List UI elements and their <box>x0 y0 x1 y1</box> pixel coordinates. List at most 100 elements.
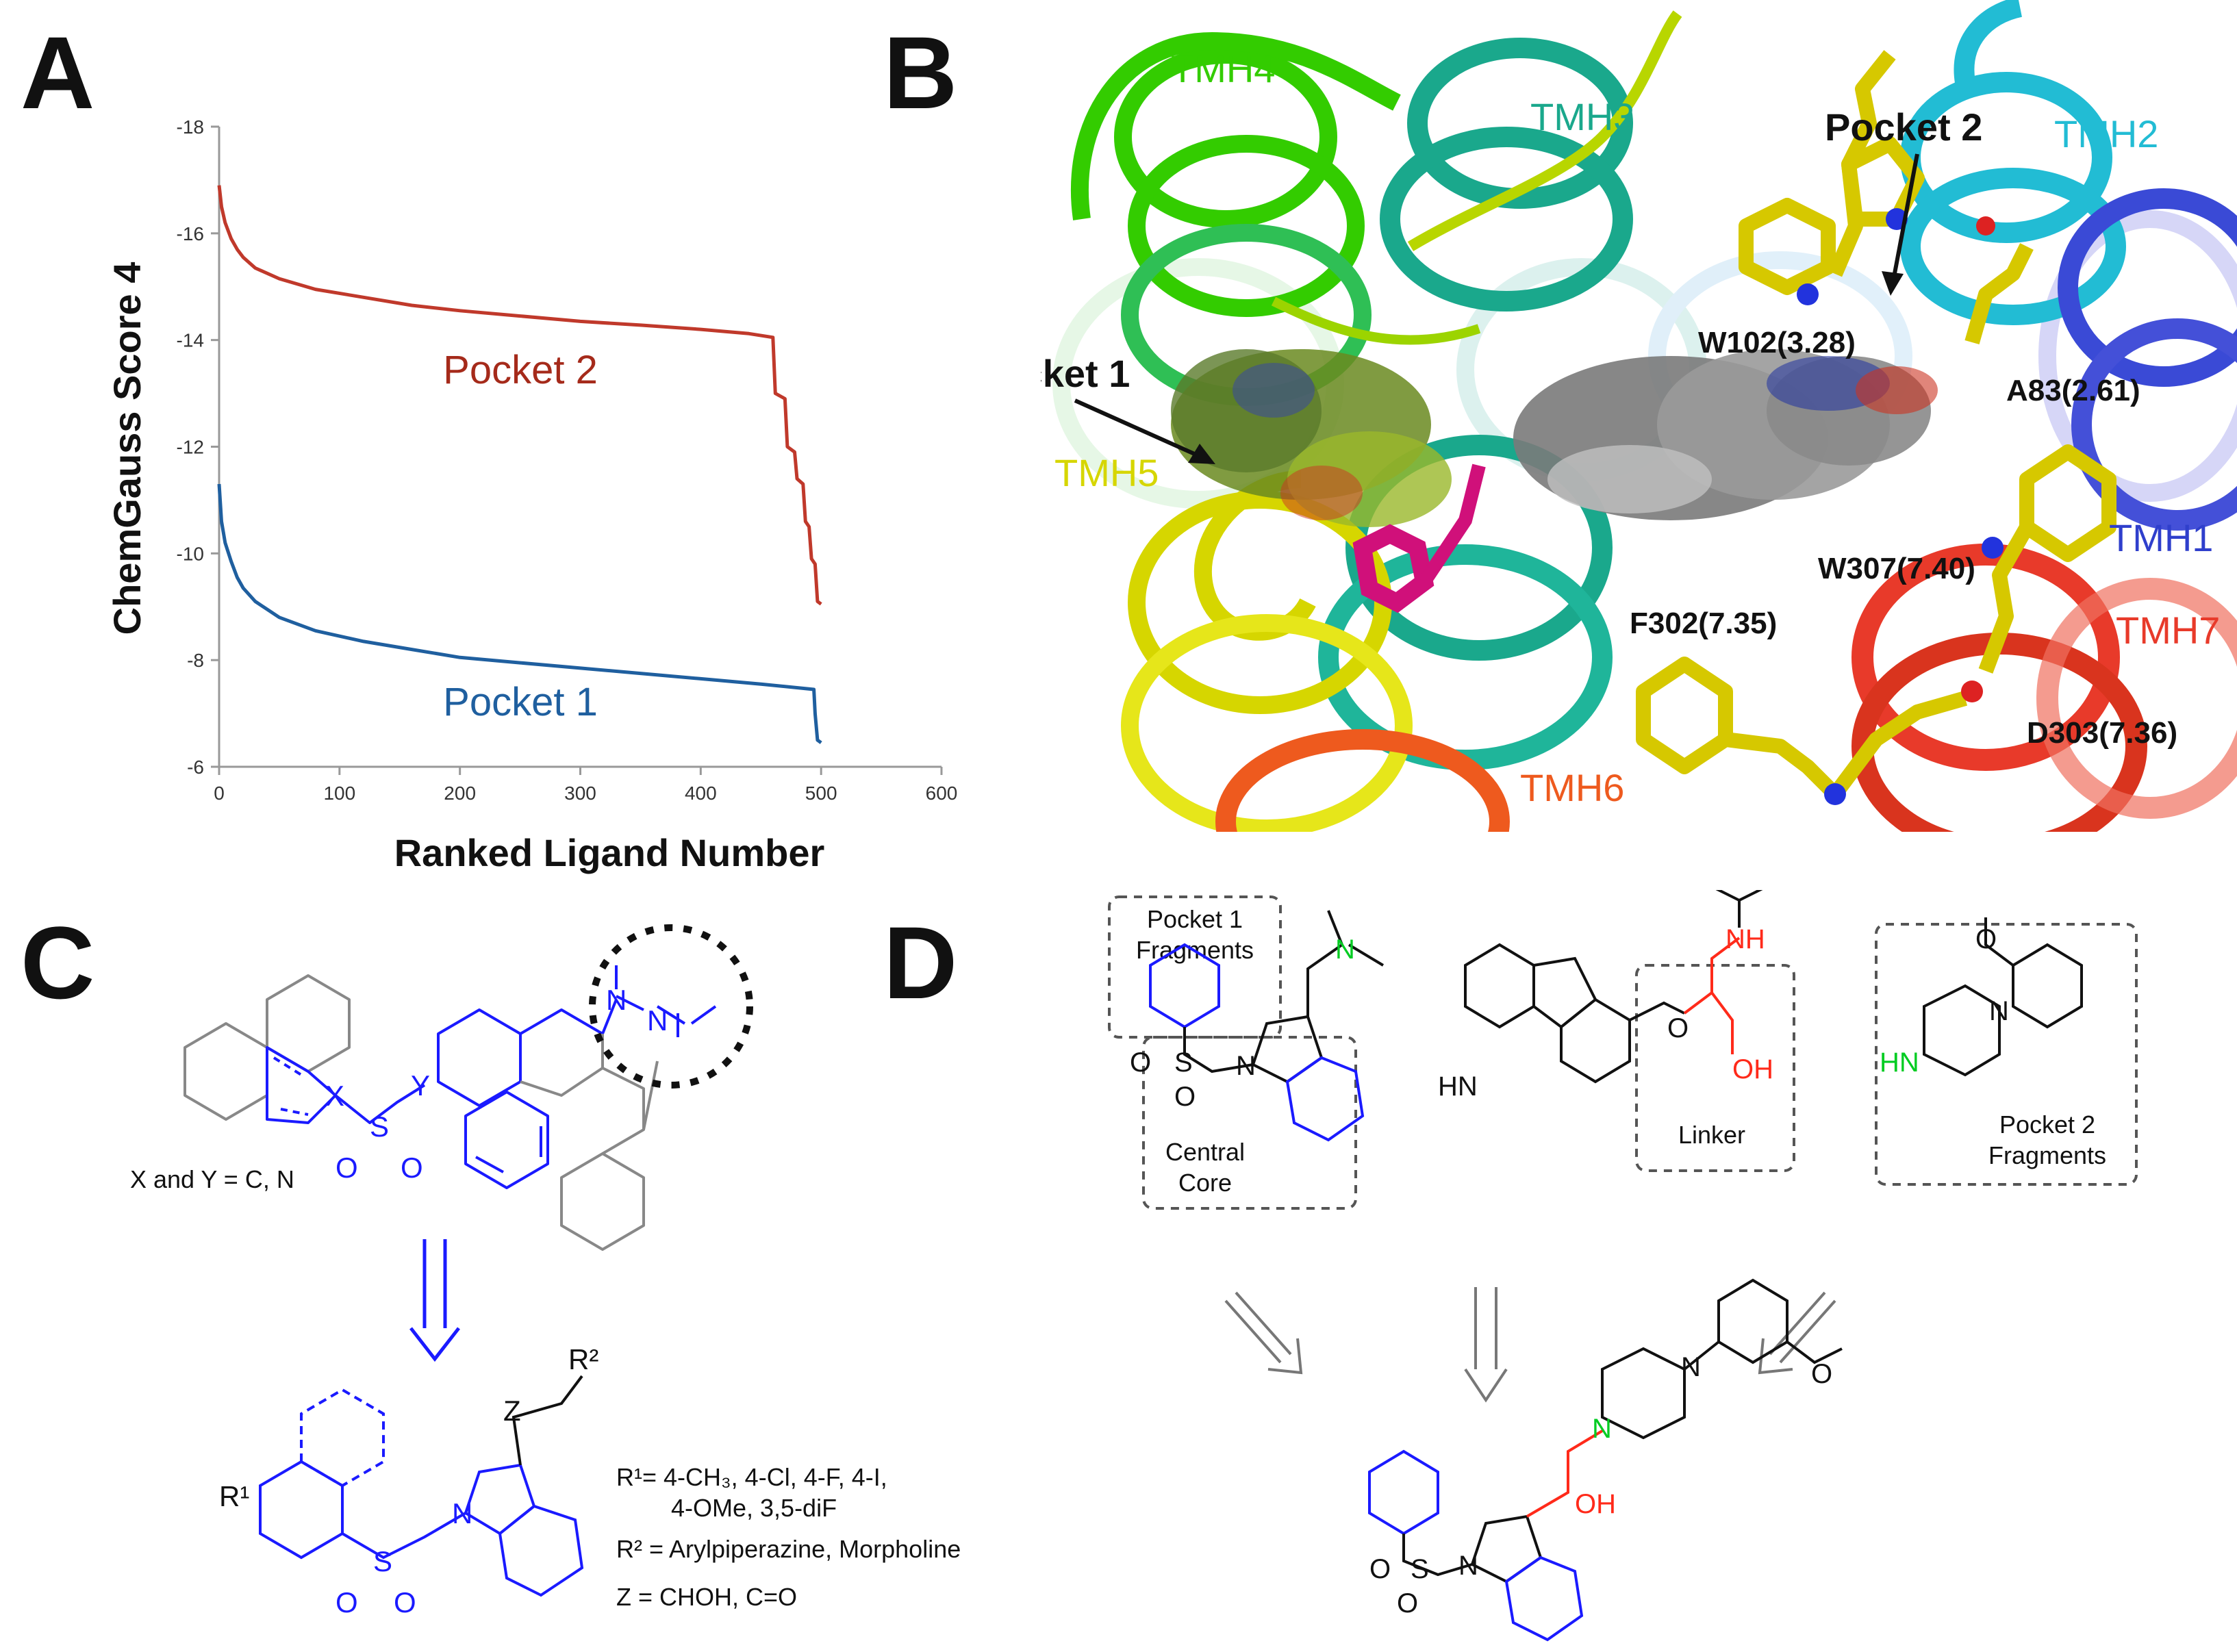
combo-atom-o-methoxy: O <box>1811 1359 1832 1389</box>
blue-aromatic-dash <box>273 1056 309 1116</box>
pocket-2-fragments-line-1: Pocket 2 <box>1999 1110 2095 1139</box>
chart-series-line-pocket-2 <box>217 185 822 606</box>
atom-s-label: S <box>370 1110 389 1143</box>
pocket-1-arrow <box>1074 398 1206 461</box>
atom-o-red-2 <box>1961 681 1983 702</box>
lower-indole-benzene <box>498 1504 584 1597</box>
z-definition: Z = CHOH, C=O <box>616 1583 797 1611</box>
d-atom-hn-carbazole: HN <box>1438 1071 1478 1102</box>
helix-tmh2-coil-2 <box>1900 168 2126 325</box>
residue-w102-ring <box>1739 198 1836 295</box>
chart-x-tick-label: 100 <box>323 783 355 804</box>
d-anisole-ring <box>2012 943 2083 1029</box>
chart-x-tick-label: 300 <box>564 783 596 804</box>
linker-label: Linker <box>1678 1121 1745 1149</box>
pocket-2-fragments-box <box>1875 923 2138 1186</box>
d-dimethylamine-chain <box>1306 910 1385 1017</box>
d-sulfonyl-bond <box>1183 1027 1254 1073</box>
retrosynthesis-arrow-c <box>409 1239 460 1362</box>
central-core-line-2: Core <box>1178 1169 1232 1197</box>
d-carbazole-pyrrole <box>1532 956 1597 1029</box>
chart-y-tick-label: -12 <box>177 437 204 458</box>
pharmacophore-circle <box>589 924 753 1089</box>
atom-y-label: Y <box>411 1069 430 1102</box>
chart-y-tick-label: -6 <box>187 757 204 778</box>
residue-f302-sticks <box>1724 732 1841 800</box>
residue-label-w102: W102(3.28) <box>1698 326 1856 359</box>
blue-n-methyl <box>615 965 679 1037</box>
combo-atom-oh: OH <box>1575 1489 1616 1519</box>
residue-d303-sticks <box>1829 691 1968 799</box>
atom-n-blue-4 <box>1797 283 1819 305</box>
helix-tmh7-coil-3 <box>2036 578 2237 819</box>
residue-label-d303: D303(7.36) <box>2027 716 2177 750</box>
d-carbazole-ring-1 <box>1464 943 1535 1029</box>
gray-ring-left <box>184 1022 268 1121</box>
atom-o-label-2: O <box>401 1152 423 1184</box>
atom-n-label-1: N <box>606 984 627 1016</box>
atom-n-blue-2 <box>1982 537 2004 559</box>
atom-o-label-lower-1: O <box>336 1586 358 1618</box>
blue-ring-lower <box>464 1091 549 1189</box>
combo-phenyl-blue <box>1368 1449 1439 1536</box>
blue-amine-chain <box>616 995 717 1025</box>
blue-ring-inner-bonds <box>475 1126 542 1173</box>
pocket-2-arrowhead <box>1882 271 1904 296</box>
atom-s-label-lower: S <box>373 1545 392 1577</box>
linker-box <box>1635 964 1795 1172</box>
series-label-pocket-2: Pocket 2 <box>443 348 598 392</box>
combo-piperazine <box>1601 1347 1686 1440</box>
d-phenyl-blue <box>1149 943 1220 1029</box>
d-carbazole-ring-2 <box>1560 997 1631 1084</box>
series-label-pocket-1: Pocket 1 <box>443 680 598 724</box>
lower-indole-pyrrole <box>464 1463 536 1536</box>
pocket-2-ligand-cluster <box>1513 349 1938 520</box>
helix-tmh1-faded <box>2038 210 2237 502</box>
panel-label-a: A <box>21 15 95 130</box>
d-atom-o-2: O <box>1174 1082 1196 1112</box>
combo-anisole <box>1717 1278 1789 1364</box>
chart-x-tick-label: 600 <box>926 783 958 804</box>
helix-tmh6-coil <box>1215 729 1510 832</box>
helix-label-tmh5: TMH5 <box>1054 451 1159 494</box>
d-atom-hn-piperazine: HN <box>1880 1047 1919 1078</box>
lower-sulfonyl <box>341 1512 467 1560</box>
helix-label-tmh1: TMH1 <box>2109 516 2213 559</box>
combo-linker-red <box>1526 1429 1604 1518</box>
gray-chain <box>601 1060 659 1155</box>
atom-r2-label: R² <box>568 1343 598 1375</box>
helix-tmh3-coil-2 <box>1380 127 1633 312</box>
d-indole-benzene <box>1285 1056 1365 1142</box>
atom-o-red-1 <box>1976 216 1995 236</box>
chart-y-tick-label: -14 <box>177 330 204 351</box>
helix-tmh2-loop <box>1954 0 2023 84</box>
panel-d-scheme: Pocket 1 Fragments Central Core Linker P… <box>1108 890 2138 1642</box>
chart-y-tick-label: -16 <box>177 223 204 244</box>
panel-label-d: D <box>883 905 958 1020</box>
pocket-1-label: Pocket 1 <box>1041 352 1130 395</box>
d-atom-s: S <box>1174 1047 1193 1078</box>
atom-o-label-1: O <box>336 1152 358 1184</box>
pocket-2-fragments-line-2: Fragments <box>1988 1141 2106 1169</box>
residue-label-a83: A83(2.61) <box>2006 374 2140 407</box>
pocket-1-arrowhead <box>1188 444 1215 464</box>
helix-tmh5-coil-2 <box>1121 614 1413 832</box>
lower-benzene-ring <box>259 1460 344 1560</box>
panel-c-scheme: X S Y O O N N X and Y = C, N R¹ S O O N … <box>130 924 961 1618</box>
loop-yellow-green <box>1407 10 1682 251</box>
atom-n-label-2: N <box>647 1004 668 1037</box>
helix-tmh3-coil-1 <box>1407 38 1633 209</box>
helix-label-tmh3: TMH3 <box>1530 95 1634 138</box>
chart-x-tick-label: 0 <box>214 783 225 804</box>
chart-x-axis-label: Ranked Ligand Number <box>394 831 825 874</box>
pocket-1-fragments-box <box>1108 895 1282 1039</box>
chart-x-tick-label: 200 <box>444 783 476 804</box>
helix-tmh4-loop <box>1070 31 1401 220</box>
chart-x-tick-label: 400 <box>685 783 717 804</box>
d-atom-n-piperazine: N <box>1989 996 2009 1026</box>
atom-o-label-lower-2: O <box>394 1586 416 1618</box>
chart-y-tick-label: -8 <box>187 650 204 671</box>
combo-aryl-bond <box>1683 1340 1843 1371</box>
d-atom-o-ether: O <box>1667 1013 1689 1043</box>
